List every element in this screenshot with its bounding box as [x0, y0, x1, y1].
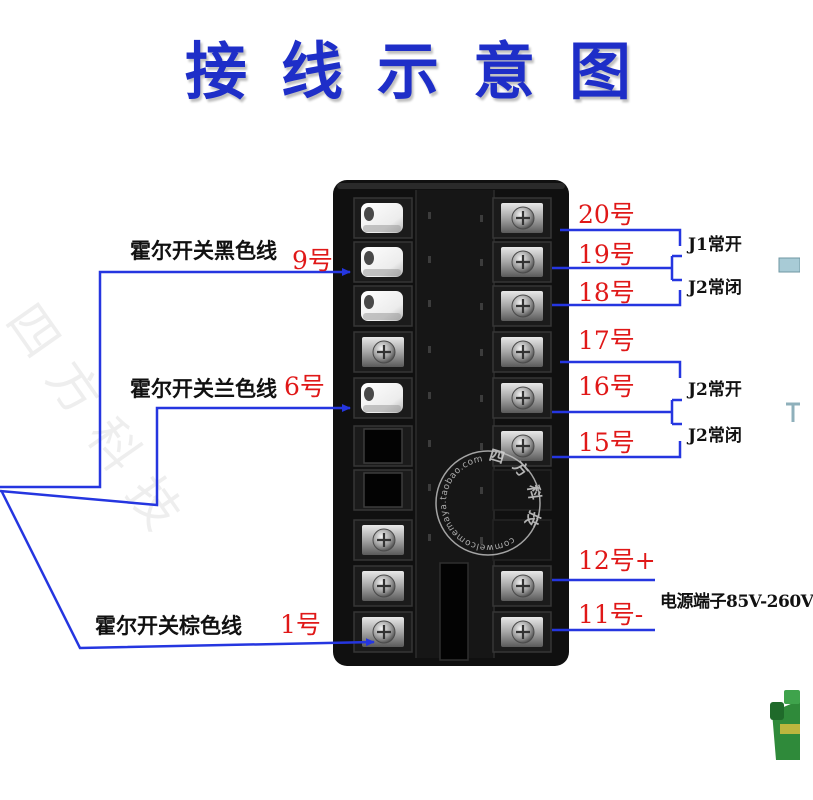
- hall-black-label: 霍尔开关黑色线: [130, 238, 277, 263]
- terminal-4: [353, 469, 413, 511]
- terminal-2: [353, 565, 413, 607]
- terminal-17: [492, 331, 552, 373]
- clamp-hole: [364, 251, 374, 265]
- power-terminal-label: 电源端子85V-260V: [660, 592, 813, 612]
- terminal-11-label: 11号-: [578, 600, 644, 629]
- terminal-15-label: 15号: [578, 428, 635, 457]
- body-mark: [428, 256, 431, 263]
- terminal-18-label: 18号: [578, 278, 635, 307]
- relay-label-j2-nc-upper: J2常闭: [688, 278, 742, 298]
- screw-slot: [516, 625, 530, 639]
- watermark-side: 四方科技: [0, 294, 203, 557]
- terminal-8: [353, 285, 413, 327]
- screw-slot: [516, 299, 530, 313]
- body-mark: [428, 440, 431, 447]
- hall-blue-label: 霍尔开关兰色线: [130, 376, 277, 401]
- relay-edge-j2: [786, 402, 800, 422]
- controller-body: [333, 180, 569, 666]
- screw-slot: [377, 533, 391, 547]
- terminal-16-label: 16号: [578, 372, 635, 401]
- terminal-1-label: 1号: [280, 610, 321, 639]
- terminal-block: [353, 197, 552, 653]
- body-mark: [428, 484, 431, 491]
- clamp-hole: [364, 295, 374, 309]
- body-mark: [428, 392, 431, 399]
- wire-terminal-17: [560, 360, 682, 378]
- screw-slot: [516, 579, 530, 593]
- body-mark: [480, 443, 483, 450]
- screw-slot: [516, 255, 530, 269]
- screw-slot: [516, 345, 530, 359]
- hall-brown-label: 霍尔开关棕色线: [95, 613, 242, 638]
- body-mark: [480, 259, 483, 266]
- relay-label-j1-no: J1常开: [688, 235, 742, 255]
- screw-slot: [377, 625, 391, 639]
- relay-label-j2-nc-lower: J2常闭: [688, 426, 742, 446]
- screw-slot: [377, 345, 391, 359]
- terminal-20: [492, 197, 552, 239]
- body-slot: [439, 562, 469, 661]
- empty-socket: [363, 472, 403, 508]
- terminal-19: [492, 241, 552, 283]
- terminal-7: [353, 331, 413, 373]
- page-title: 接线示意图: [185, 35, 666, 108]
- body-mark: [480, 215, 483, 222]
- terminal-6-label: 6号: [284, 372, 325, 401]
- wire-hall-black: [0, 268, 351, 489]
- terminal-18: [492, 285, 552, 327]
- terminal-9: [353, 241, 413, 283]
- screw-slot: [516, 211, 530, 225]
- clamp-hole: [364, 387, 374, 401]
- terminal-20-label: 20号: [578, 200, 635, 229]
- terminal-9-label: 9号: [292, 246, 333, 275]
- terminal-10: [353, 197, 413, 239]
- body-mark: [428, 534, 431, 541]
- wire-hall-blue: [0, 404, 351, 507]
- empty-socket: [363, 428, 403, 464]
- wire-terminal-15: [552, 441, 682, 459]
- screw-slot: [516, 391, 530, 405]
- terminal-11: [492, 611, 552, 653]
- terminal-16: [492, 377, 552, 419]
- body-mark: [428, 300, 431, 307]
- clamp-hole: [364, 207, 374, 221]
- terminal-12: [492, 565, 552, 607]
- terminal-5: [353, 425, 413, 467]
- wire-terminal-20: [560, 228, 682, 246]
- wire-terminal-16: [552, 398, 682, 426]
- power-module-edge: [770, 690, 800, 760]
- body-mark: [480, 487, 483, 494]
- screw-slot: [377, 579, 391, 593]
- wire-terminal-18: [552, 290, 682, 307]
- body-mark: [428, 212, 431, 219]
- terminal-15: [492, 425, 552, 467]
- terminal-6: [353, 377, 413, 419]
- body-mark: [428, 346, 431, 353]
- relay-edge-j1: [778, 257, 800, 273]
- wire-terminal-19: [552, 254, 682, 282]
- terminal-3: [353, 519, 413, 561]
- terminal-17-label: 17号: [578, 326, 635, 355]
- terminal-19-label: 19号: [578, 240, 635, 269]
- terminal-1: [353, 611, 413, 653]
- body-markings: [428, 212, 483, 544]
- terminal-12-label: 12号+: [578, 546, 656, 575]
- body-mark: [480, 303, 483, 310]
- terminal-14: [492, 469, 552, 511]
- body-mark: [480, 395, 483, 402]
- body-mark: [480, 349, 483, 356]
- screw-slot: [516, 439, 530, 453]
- body-mark: [480, 537, 483, 544]
- wire-hall-brown: [0, 491, 375, 650]
- relay-label-j2-no: J2常开: [688, 380, 742, 400]
